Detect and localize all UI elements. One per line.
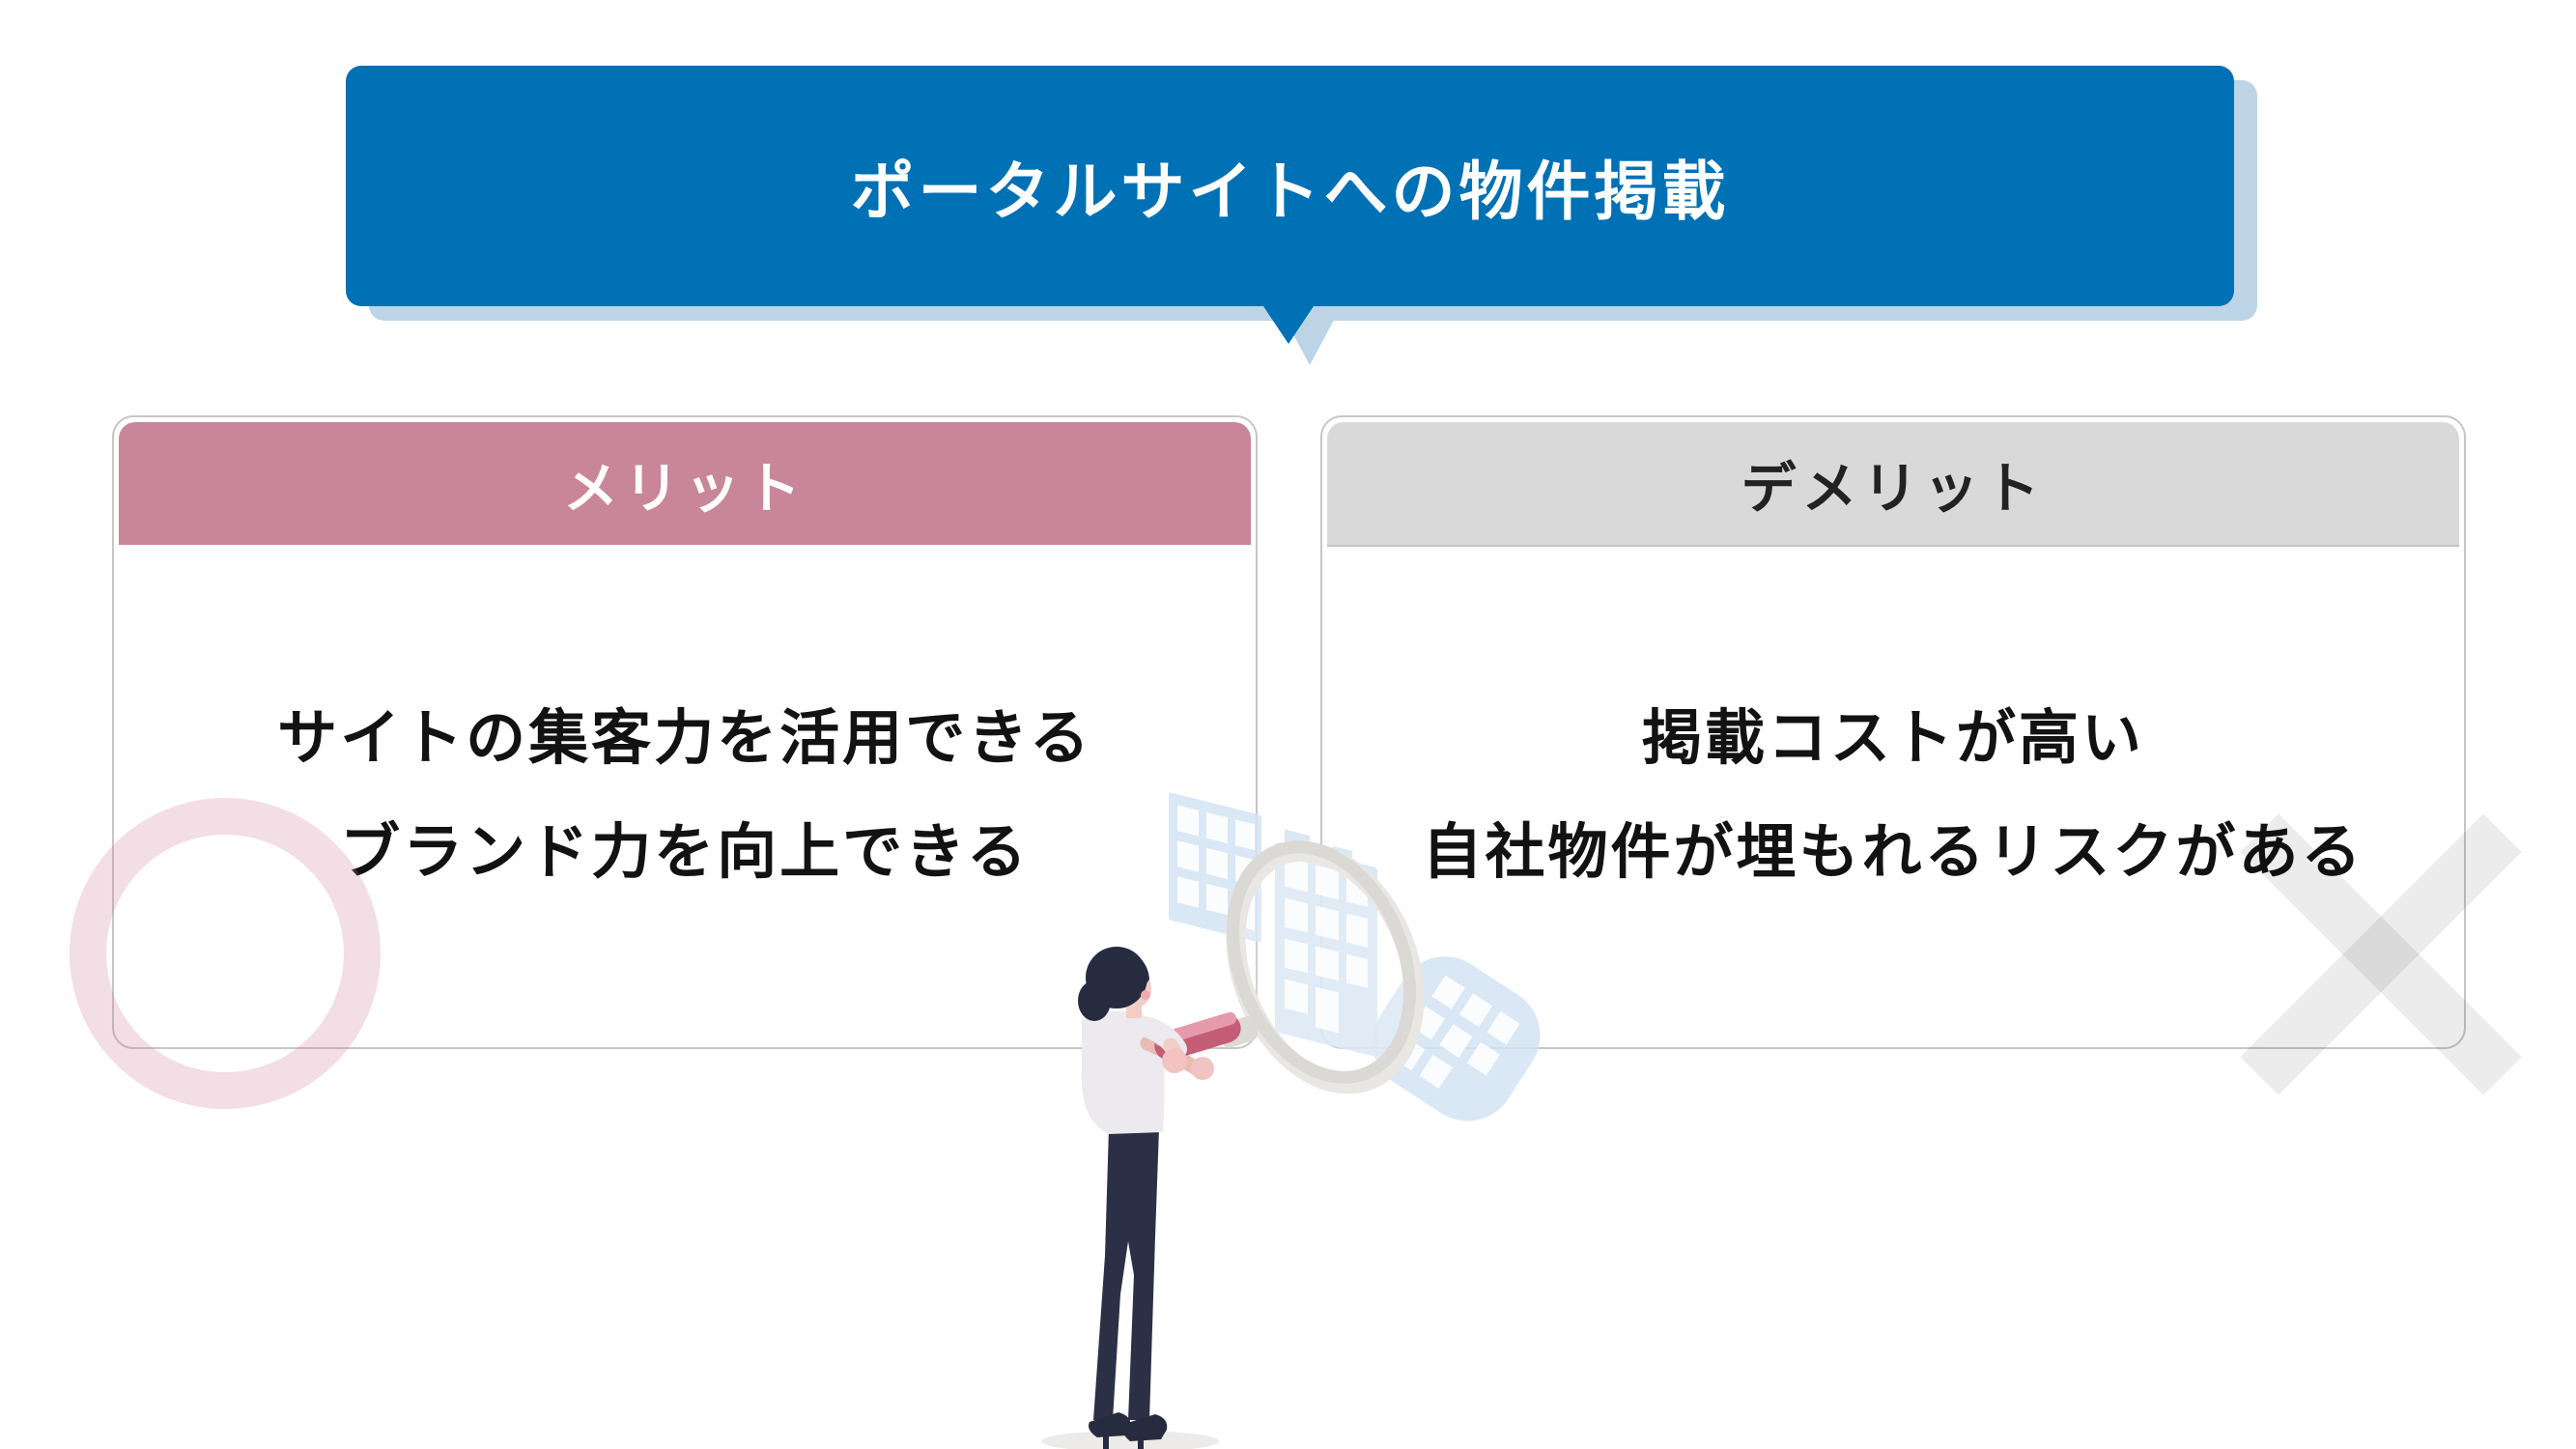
demerit-header-label: デメリット [1741, 457, 2046, 520]
merit-card-header: メリット [119, 422, 1251, 545]
merit-line-1: サイトの集客力を活用できる [277, 705, 1092, 772]
merit-header-label: メリット [563, 457, 807, 520]
demerit-card-header: デメリット [1327, 422, 2459, 547]
merit-card-body: サイトの集客力を活用できる ブランド力を向上できる [114, 545, 1256, 1047]
demerit-line-2: 自社物件が埋もれるリスクがある [1422, 819, 2364, 886]
merit-card: メリット サイトの集客力を活用できる ブランド力を向上できる [112, 415, 1258, 1049]
title-banner: ポータルサイトへの物件掲載 [346, 66, 2234, 306]
woman-figure [1041, 947, 1241, 1449]
demerit-card-body: 掲載コストが高い 自社物件が埋もれるリスクがある [1322, 545, 2464, 1047]
woman-with-magnifier-illustration [1041, 792, 1541, 1449]
circle-mark-icon [70, 798, 381, 1109]
buildings-icon [1169, 792, 1541, 1122]
magnifier-icon [1218, 840, 1425, 1094]
demerit-card: デメリット 掲載コストが高い 自社物件が埋もれるリスクがある [1320, 415, 2466, 1049]
demerit-line-1: 掲載コストが高い [1641, 705, 2144, 772]
page-title: ポータルサイトへの物件掲載 [850, 155, 1730, 227]
merit-line-2: ブランド力を向上できる [340, 819, 1030, 886]
banner-pointer-icon [1261, 303, 1316, 344]
